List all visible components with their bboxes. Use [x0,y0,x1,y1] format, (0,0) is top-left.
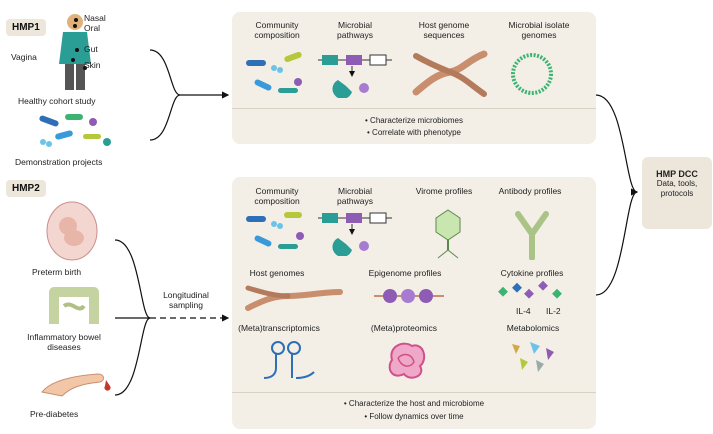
hmp2-col-antibody: Antibody profiles [498,186,562,196]
label-vagina: Vagina [11,52,37,62]
chromosome-icon [412,50,488,97]
ibd-label: Inflammatory bowel diseases [27,332,101,352]
hmp2-divider [232,392,596,393]
hmp2-transcriptomics: (Meta)transcriptomics [238,323,320,333]
label-nasal: Nasal [84,13,106,23]
hmp2-tag: HMP2 [6,180,46,197]
bacteria-icon [39,114,111,147]
rna-icon [263,341,315,379]
community-bacteria-icon-2 [246,212,304,249]
cytokine-il4: IL-4 [516,306,531,316]
community-bacteria-icon [246,52,302,93]
hmp2-metabolomics: Metabolomics [506,323,560,333]
label-gut: Gut [84,44,98,54]
human-body-icon [59,14,91,90]
virus-icon [435,209,461,259]
hmp2-epigenome: Epigenome profiles [368,268,442,278]
protein-icon [388,342,426,379]
hmp2-cytokine: Cytokine profiles [500,268,564,278]
hmp1-panel [232,12,596,144]
healthy-cohort-label: Healthy cohort study [18,96,96,106]
hmp1-bullet-2: • Correlate with phenotype [367,128,461,137]
finger-prick-icon [41,373,111,397]
cytokine-il2: IL-2 [546,306,561,316]
hmp1-col-host-genome: Host genome sequences [418,20,470,40]
dcc-title: HMP DCC [656,169,698,179]
pathway-icon-2 [318,212,392,256]
host-genome-chromosome-icon [245,285,343,311]
antibody-icon [515,211,549,260]
hmp1-divider [232,108,596,109]
circular-genome-icon [511,53,553,95]
hmp1-bullet-1: • Characterize microbiomes [365,116,463,125]
hmp-dcc-box: HMP DCC Data, tools, protocols [642,157,712,229]
hmp2-col-virome: Virome profiles [415,186,473,196]
hmp2-bullet-1: • Characterize the host and microbiome [343,399,485,408]
hmp2-panel [232,177,596,429]
label-skin: Skin [84,60,101,70]
longitudinal-sampling-label: Longitudinal sampling [163,290,209,310]
hmp1-col-isolate: Microbial isolate genomes [508,20,570,40]
prediabetes-label: Pre-diabetes [30,409,79,419]
cytokine-icon [498,280,562,299]
pregnancy-icon [46,201,98,261]
hmp2-col-pathways: Microbial pathways [337,186,373,206]
metabolite-icon [512,342,554,372]
hmp2-bullet-2: • Follow dynamics over time [364,412,464,421]
pathway-icon [318,54,392,98]
hmp2-host-genomes: Host genomes [249,268,305,278]
hmp2-col-community: Community composition [254,186,300,206]
intestine-icon [49,287,99,324]
epigenome-nucleosome-icon [374,289,444,303]
hmp1-col-pathways: Microbial pathways [337,20,373,40]
hmp2-proteomics: (Meta)proteomics [370,323,438,333]
demo-projects-label: Demonstration projects [15,157,103,167]
dcc-subtitle: Data, tools, protocols [656,179,698,198]
label-oral: Oral [84,23,101,33]
hmp1-tag: HMP1 [6,19,46,36]
preterm-birth-label: Preterm birth [32,267,82,277]
hmp1-col-community: Community composition [254,20,300,40]
